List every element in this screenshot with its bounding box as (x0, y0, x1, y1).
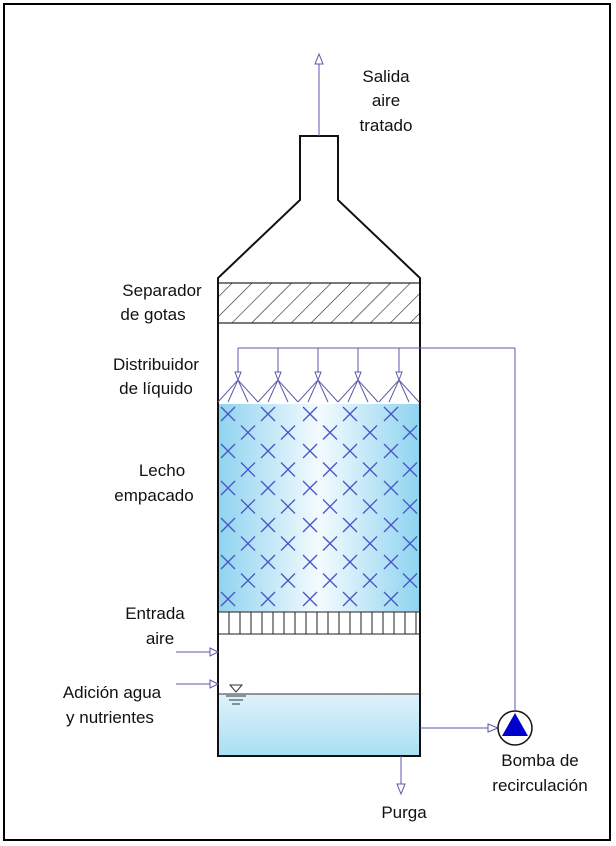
packing-cross (260, 591, 276, 607)
spray-nozzle-icon (378, 348, 420, 403)
packing-cross (402, 573, 418, 588)
spray-nozzle-icon (297, 348, 339, 403)
packing-cross (220, 480, 236, 496)
outlet-label-1: Salida (362, 67, 410, 86)
spray-nozzle-icon (257, 348, 299, 403)
packing-cross (362, 425, 378, 440)
water-label-2: y nutrientes (66, 708, 154, 727)
packing-cross (302, 517, 318, 533)
drop-separator (217, 282, 421, 324)
water-label-1: Adición agua (63, 683, 162, 702)
packing-cross (342, 443, 358, 459)
spray-nozzle-icon (337, 348, 379, 403)
packing-cross (383, 406, 399, 422)
distributor-label-2: de líquido (119, 379, 193, 398)
packing-cross (240, 425, 256, 440)
packing-cross (322, 536, 338, 551)
pump-label-1: Bomba de (501, 751, 579, 770)
packing-cross (240, 573, 256, 588)
packing-cross (383, 443, 399, 459)
liquid-distributor (217, 347, 515, 403)
packing-cross (280, 425, 296, 440)
packing-marks (220, 406, 418, 607)
packing-cross (220, 517, 236, 533)
sump-liquid (218, 694, 420, 756)
packing-cross (220, 406, 236, 422)
support-grid (217, 611, 421, 635)
packing-cross (280, 573, 296, 588)
packing-cross (302, 591, 318, 607)
outlet-label-3: tratado (360, 116, 413, 135)
packing-cross (302, 443, 318, 459)
outlet-label-2: aire (372, 91, 400, 110)
packing-cross (342, 406, 358, 422)
recirculation-line (420, 348, 516, 733)
distributor-label-1: Distribuidor (113, 355, 199, 374)
packing-cross (302, 480, 318, 496)
air-inlet-arrow (176, 647, 220, 657)
packing-cross (322, 462, 338, 477)
packing-cross (322, 573, 338, 588)
purge-label: Purga (381, 803, 427, 822)
packing-cross (362, 462, 378, 477)
purge-arrow (396, 756, 406, 796)
packing-cross (362, 573, 378, 588)
packing-cross (240, 499, 256, 514)
packing-cross (220, 591, 236, 607)
packing-cross (342, 480, 358, 496)
packing-cross (342, 554, 358, 570)
spray-nozzle-icon (217, 348, 259, 403)
packing-cross (240, 536, 256, 551)
recirculation-pump-icon (497, 710, 533, 746)
packing-cross (322, 425, 338, 440)
packing-cross (402, 425, 418, 440)
packing-cross (383, 591, 399, 607)
packing-cross (362, 499, 378, 514)
packing-cross (302, 406, 318, 422)
diagram-frame (3, 3, 611, 841)
packing-cross (240, 462, 256, 477)
packing-cross (280, 536, 296, 551)
pump-label-2: recirculación (492, 776, 587, 795)
packing-cross (383, 554, 399, 570)
separator-label-1: Separador (122, 281, 202, 300)
separator-label-2: de gotas (120, 305, 185, 324)
packing-cross (260, 480, 276, 496)
packing-cross (402, 499, 418, 514)
packing-cross (383, 480, 399, 496)
packing-cross (302, 554, 318, 570)
packing-cross (342, 517, 358, 533)
outlet-arrow (314, 52, 324, 136)
bed-label-2: empacado (114, 486, 193, 505)
packing-cross (402, 462, 418, 477)
water-level-icon (226, 684, 246, 705)
air-inlet-label-2: aire (146, 629, 174, 648)
water-inlet-arrow (176, 679, 220, 689)
packing-cross (280, 499, 296, 514)
packing-cross (220, 554, 236, 570)
bed-label-1: Lecho (139, 461, 185, 480)
vessel-outline (217, 135, 421, 757)
packing-cross (322, 499, 338, 514)
packing-cross (342, 591, 358, 607)
packing-cross (260, 406, 276, 422)
packing-cross (383, 517, 399, 533)
air-inlet-label-1: Entrada (125, 604, 185, 623)
packing-cross (362, 536, 378, 551)
packing-cross (280, 462, 296, 477)
packing-cross (260, 443, 276, 459)
packing-cross (402, 536, 418, 551)
packing-cross (220, 443, 236, 459)
packing-cross (260, 517, 276, 533)
packing-cross (260, 554, 276, 570)
